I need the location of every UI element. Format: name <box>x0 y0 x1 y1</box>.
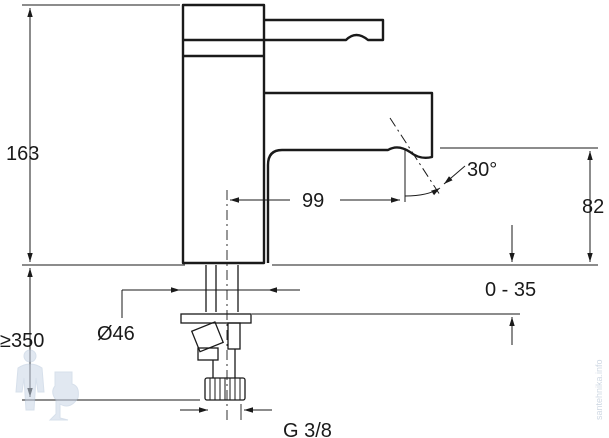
label-height-total: 163 <box>6 143 39 165</box>
watermark-figure-body <box>15 363 45 411</box>
label-connection-thread: G 3/8 <box>283 420 332 438</box>
dimension-labels: 163 82 99 30° 0 - 35 Ø46 ≥350 G 3/8 <box>0 143 604 438</box>
watermark-logo <box>15 349 79 421</box>
label-spout-reach: 99 <box>302 190 324 212</box>
spout-outline <box>264 91 434 263</box>
watermark-text: santehnika.info <box>594 359 604 420</box>
connector-thread-lines <box>209 378 241 400</box>
fixing-nut-lower <box>197 347 219 361</box>
label-deck-thickness: 0 - 35 <box>485 279 536 301</box>
fixing-stud <box>227 322 241 350</box>
label-spout-angle: 30° <box>467 159 497 181</box>
reference-lines <box>22 4 598 420</box>
watermark-toilet-icon <box>48 371 79 421</box>
fixing-plate <box>180 313 252 324</box>
angle-arc <box>404 187 441 197</box>
label-base-diameter: Ø46 <box>97 323 135 345</box>
faucet-body <box>181 3 434 265</box>
label-spout-height: 82 <box>582 196 604 218</box>
label-hose-length: ≥350 <box>0 330 44 352</box>
watermark-figure-head <box>23 349 37 363</box>
mounting-assembly <box>180 265 252 401</box>
angle-ray-slanted <box>389 117 441 196</box>
dimension-lines <box>27 8 593 413</box>
faucet-cartridge-outline <box>181 3 266 265</box>
angle-leader <box>443 165 466 185</box>
lever-handle-outline <box>264 18 385 42</box>
fixing-nut <box>190 321 225 353</box>
